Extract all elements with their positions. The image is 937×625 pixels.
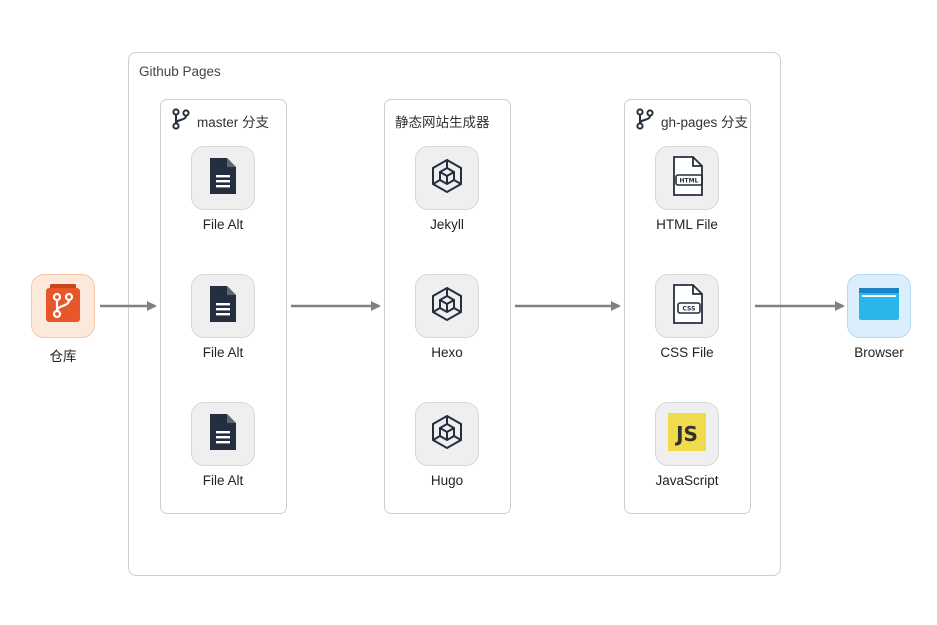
git-repository-icon [44,283,82,329]
cube-icon [429,413,465,456]
cube-icon [429,285,465,328]
html-badge-text: HTML [680,177,699,184]
file-alt-icon [208,285,238,328]
repository-label: 仓库 [49,349,77,364]
file-alt-node-1 [191,146,255,210]
file-alt-label-2: File Alt [202,345,244,360]
git-branch-icon [171,107,191,135]
file-alt-node-3 [191,402,255,466]
javascript-label: JavaScript [655,473,719,488]
static-site-generator-group [384,99,511,514]
master-branch-title: master 分支 [197,115,270,130]
html-file-icon: HTML [669,155,705,201]
hexo-node [415,274,479,338]
gh-pages-branch-group [624,99,751,514]
js-badge-text: JS [674,422,698,446]
browser-label: Browser [854,345,904,360]
file-alt-label-1: File Alt [202,217,244,232]
gh-pages-branch-title: gh-pages 分支 [661,115,749,130]
css-file-label: CSS File [660,345,714,360]
file-alt-node-2 [191,274,255,338]
hugo-node [415,402,479,466]
css-file-icon: CSS [669,283,705,329]
hugo-label: Hugo [430,473,464,488]
browser-window-icon [858,287,900,326]
github-pages-title: Github Pages [139,64,221,79]
master-branch-header: master 分支 [171,107,270,135]
jekyll-node [415,146,479,210]
static-site-generator-header: 静态网站生成器 [395,110,490,132]
cube-icon [429,157,465,200]
html-file-label: HTML File [656,217,718,232]
html-file-node: HTML [655,146,719,210]
file-alt-icon [208,157,238,200]
javascript-node: JS [655,402,719,466]
repository-node [31,274,95,338]
javascript-icon: JS [668,412,706,456]
gh-pages-branch-header: gh-pages 分支 [635,107,749,135]
file-alt-label-3: File Alt [202,473,244,488]
github-pages-group [128,52,781,576]
git-branch-icon [635,107,655,135]
css-badge-text: CSS [683,305,696,312]
static-site-generator-title: 静态网站生成器 [395,115,490,130]
hexo-label: Hexo [431,345,463,360]
jekyll-label: Jekyll [430,217,464,232]
file-alt-icon [208,413,238,456]
browser-node [847,274,911,338]
master-branch-group [160,99,287,514]
css-file-node: CSS [655,274,719,338]
